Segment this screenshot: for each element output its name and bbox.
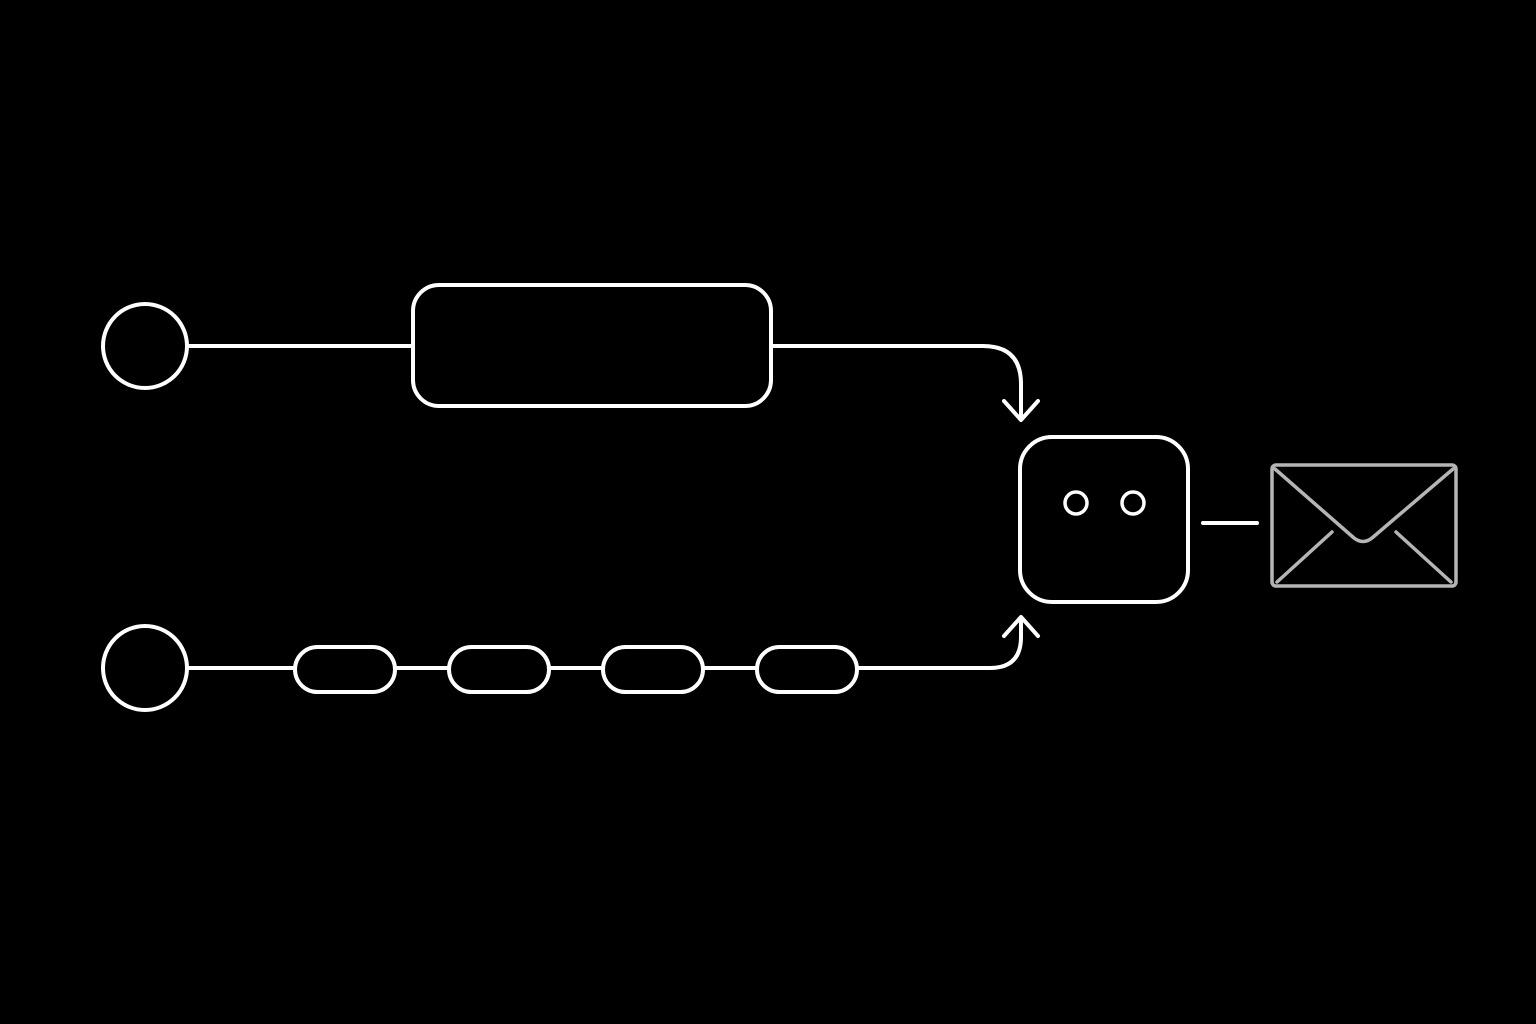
- bottom-connector-curve: [855, 618, 1023, 670]
- robot-face-icon: [1018, 435, 1190, 604]
- bottom-pill-3: [601, 645, 705, 694]
- top-start-circle: [101, 302, 189, 390]
- envelope-fold-left: [1275, 530, 1334, 584]
- bottom-arrowhead: [1002, 615, 1040, 638]
- bottom-pill-1: [293, 645, 397, 694]
- bot-left-eye: [1063, 490, 1089, 516]
- top-process-box: [411, 283, 773, 408]
- bot-right-eye: [1120, 490, 1146, 516]
- bottom-pill-4: [755, 645, 859, 694]
- envelope-fold-right: [1394, 530, 1453, 584]
- top-connector-curve: [769, 344, 1023, 420]
- bot-node-box: [1018, 435, 1190, 604]
- envelope-body: [1270, 463, 1458, 588]
- bottom-pill-2: [447, 645, 551, 694]
- envelope-icon: [1270, 463, 1458, 588]
- top-arrowhead: [1002, 399, 1040, 422]
- bottom-start-circle: [101, 624, 189, 712]
- envelope-flap: [1273, 467, 1455, 544]
